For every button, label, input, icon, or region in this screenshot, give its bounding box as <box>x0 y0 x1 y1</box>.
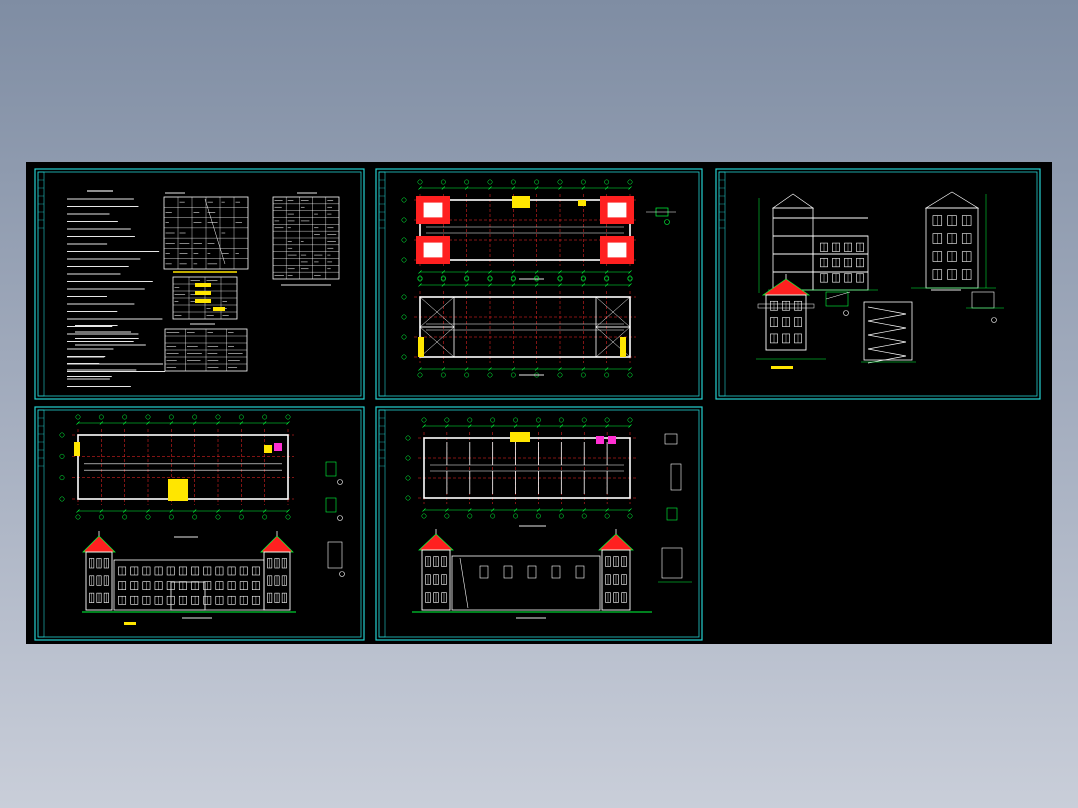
drawing-sheet-2 <box>375 168 703 400</box>
drawing-sheet-4 <box>34 406 365 641</box>
drawing-sheet-3 <box>715 168 1041 400</box>
cad-drawing-canvas <box>34 168 1041 641</box>
drawing-sheet-5 <box>375 406 703 641</box>
cad-drawing-viewport[interactable] <box>26 162 1052 644</box>
drawing-sheet-1 <box>34 168 365 400</box>
